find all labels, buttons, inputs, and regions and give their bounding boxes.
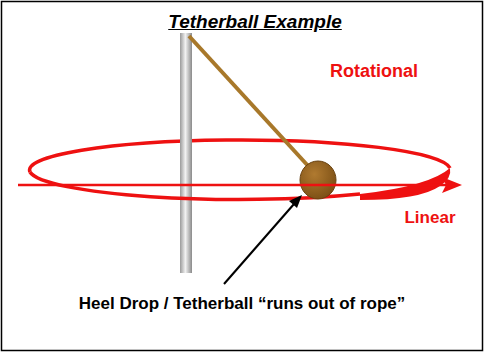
orbit-back xyxy=(30,140,450,172)
linear-arrow-head xyxy=(442,177,462,193)
tetherball xyxy=(300,161,336,199)
linear-arrow-line xyxy=(18,184,446,187)
diagram-title: Tetherball Example xyxy=(168,11,342,33)
callout-leader xyxy=(224,204,294,284)
rope xyxy=(189,36,310,168)
callout-arrowhead xyxy=(289,195,302,208)
callout-note: Heel Drop / Tetherball “runs out of rope… xyxy=(79,294,406,314)
pole xyxy=(180,33,192,273)
rotational-label: Rotational xyxy=(330,61,418,82)
linear-label: Linear xyxy=(404,208,455,228)
